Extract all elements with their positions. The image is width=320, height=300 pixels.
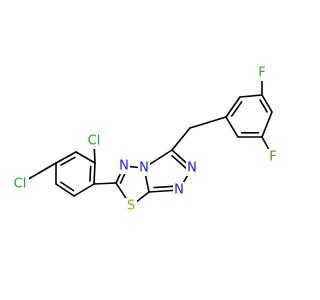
bond-line [55,183,75,197]
bond-line [189,116,227,129]
bond-line [171,127,191,151]
atom-label-background [85,133,103,149]
bond-layer [19,72,274,207]
bond-line [239,94,263,98]
bond-line [231,101,243,117]
atom-label-s1: S [127,199,135,214]
bond-line [55,151,77,164]
bond-line [225,116,239,138]
atom-label-background [256,65,268,81]
atom-label-n-c: N [139,161,149,176]
bond-line [60,156,76,166]
bond-line [225,96,241,118]
bond-line [93,182,117,185]
atom-label-background [11,176,29,192]
atom-label-f-top: F [258,66,265,81]
atom-label-background [173,182,185,198]
bond-line [261,111,273,138]
bond-line [153,185,177,189]
bond-line [75,151,96,164]
atom-label-background [118,158,130,174]
bond-line [261,94,273,113]
bond-line [73,183,95,197]
atom-label-f-bottom: F [269,150,276,165]
bond-line [89,165,92,182]
atom-label-cl-top: Cl [88,134,101,149]
bond-line [93,162,96,185]
atom-label-n-a: N [119,159,129,174]
bond-line [60,181,75,192]
atom-label-n-d: N [187,161,197,176]
atom-label-background [267,149,279,165]
bond-line [259,99,268,113]
atom-label-background [125,198,137,214]
atom-label-background [186,160,198,176]
atom-label-cl-left: Cl [14,177,27,192]
atom-label-background [138,160,150,176]
bond-line [171,154,187,170]
atom-label-n-b: N [174,183,184,198]
